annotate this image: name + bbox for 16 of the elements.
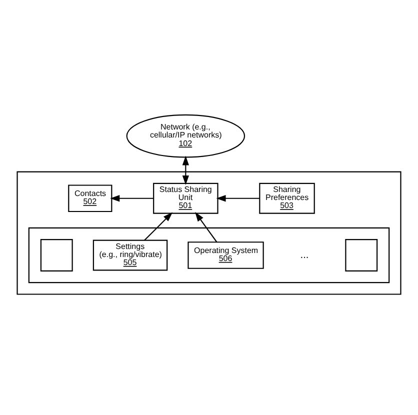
node-box: Settings (e.g., ring/vibrate) 505	[92, 240, 168, 271]
node-box: Contacts 502	[68, 184, 112, 212]
arrow	[195, 212, 218, 242]
cluster	[16, 171, 402, 295]
node-box: Sharing Preferences 503	[259, 182, 315, 214]
arrow	[182, 156, 189, 186]
node-box	[40, 239, 73, 272]
node-box: Status Sharing Unit 501	[153, 182, 218, 214]
node-box	[345, 239, 378, 272]
label: ...	[300, 250, 309, 261]
arrow	[144, 212, 173, 241]
arrow	[216, 195, 260, 202]
node-ellipse: Network (e.g., cellular/IP networks) 102	[126, 114, 246, 158]
cluster	[28, 227, 390, 284]
arrow	[110, 195, 154, 202]
node-box: Operating System 506	[188, 242, 264, 269]
